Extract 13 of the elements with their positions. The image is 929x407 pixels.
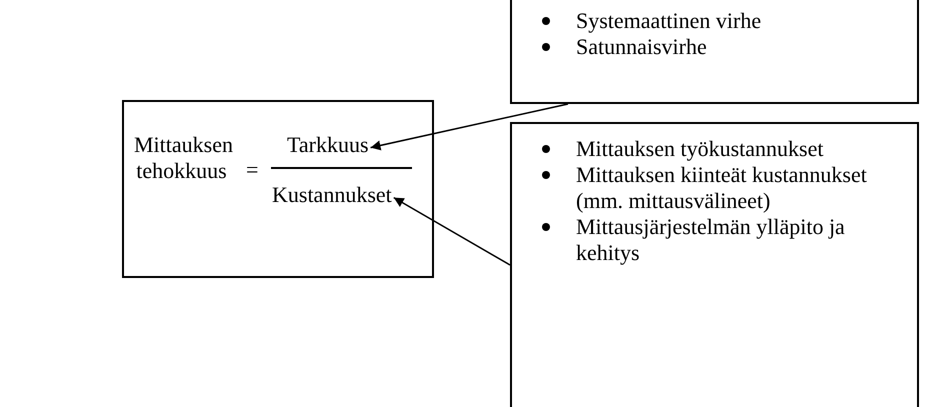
denominator-text: Kustannukset [272, 182, 392, 208]
list-item-text: Mittauksen työkustannukset [576, 136, 824, 162]
list-item-text: Satunnaisvirhe [576, 34, 707, 60]
equals-sign: = [246, 157, 258, 183]
numerator-text: Tarkkuus [287, 132, 369, 158]
formula-box [122, 100, 434, 278]
list-item-text: Systemaattinen virhe [576, 8, 762, 34]
arrow [393, 196, 510, 266]
list-item-text: Mittauksen kiinteät kustannukset (mm. mittausvälineet) [576, 162, 868, 214]
bullet-list-box [510, 122, 919, 407]
bullet-list-box [510, 0, 919, 104]
list-item-text: Mittausjärjestelmän ylläpito ja kehitys [576, 214, 846, 266]
arrow [370, 103, 568, 150]
